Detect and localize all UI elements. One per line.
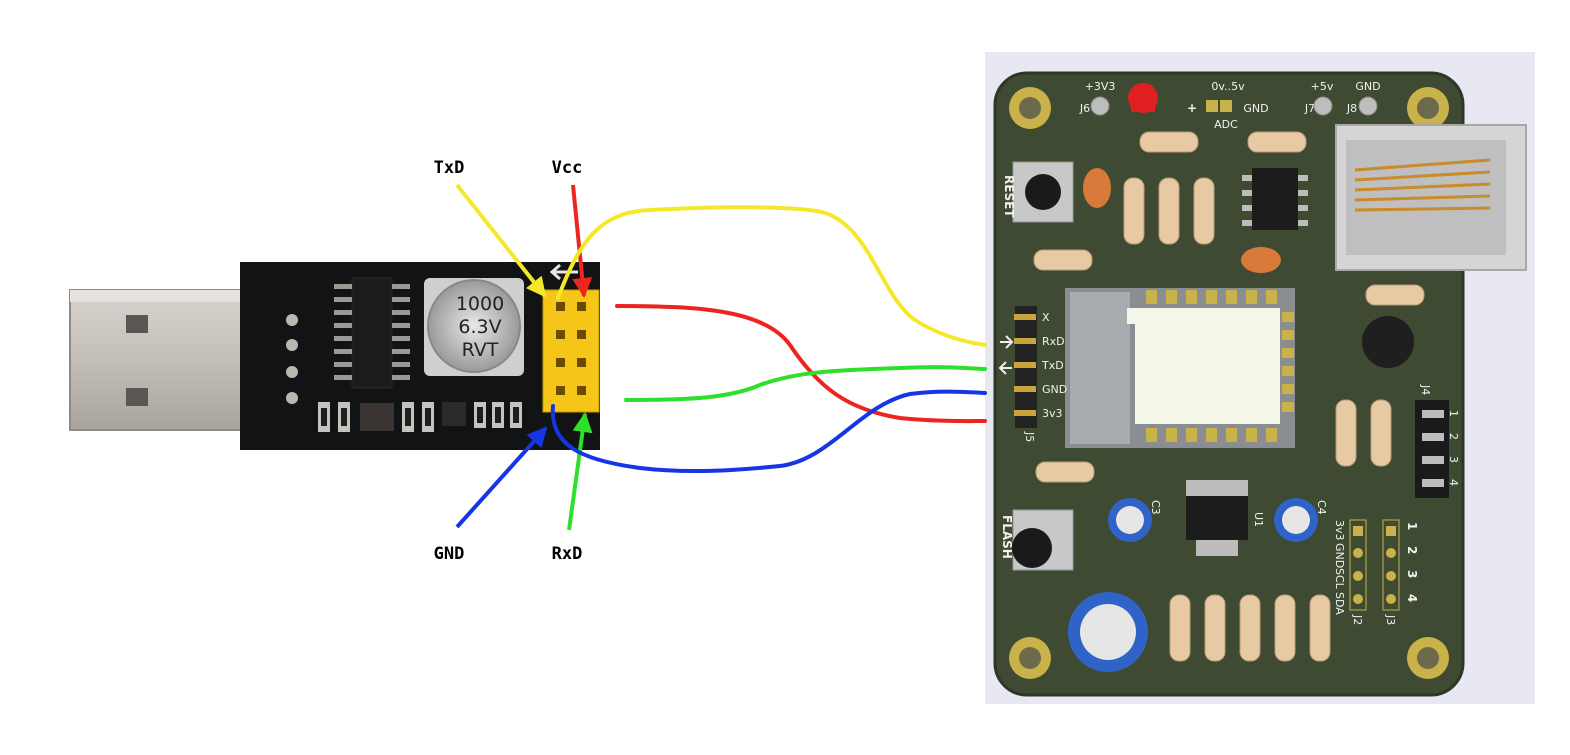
txd-arrow — [455, 183, 547, 298]
j2-ref: J2 — [1351, 614, 1364, 625]
adc-range: 0v..5v — [1211, 80, 1245, 93]
j2-pin-3v3: 3v3 — [1333, 520, 1346, 541]
wire-red-vcc-to-3v3 — [615, 304, 987, 424]
rxd-label: RxD — [552, 544, 583, 564]
wire-green-rxd-to-txd — [624, 365, 987, 402]
j7-ref: J7 — [1304, 102, 1315, 115]
j8-value: GND — [1355, 80, 1380, 93]
j7-value: +5v — [1311, 80, 1334, 93]
vcc-arrow — [571, 184, 593, 298]
adc-plus: + — [1187, 101, 1197, 115]
ceramic-capacitors — [1083, 168, 1281, 273]
j5-pin-gnd: GND — [1042, 383, 1067, 396]
txd-label: TxD — [434, 158, 465, 178]
j5-pin-txd: TxD — [1041, 359, 1064, 372]
j8-ref: J8 — [1346, 102, 1357, 115]
capacitor-label-line2: 6.3V — [458, 316, 501, 338]
transistor — [1362, 316, 1414, 368]
esp-module — [1065, 288, 1295, 448]
usb-serial-adapter: 1000 6.3V RVT — [69, 262, 600, 450]
pin-callouts: TxD Vcc GND RxD — [434, 158, 593, 564]
adc-gnd: GND — [1243, 102, 1268, 115]
j2-pin-sda: SDA — [1333, 592, 1346, 615]
usb-shield-pads — [286, 314, 298, 404]
capacitor-label-line3: RVT — [462, 339, 499, 361]
flash-label: FLASH — [1000, 515, 1014, 559]
j3-pin-2: 2 — [1405, 546, 1419, 554]
ic-8pin — [1242, 168, 1308, 230]
j4-pin-4: 4 — [1447, 479, 1460, 486]
wire-yellow-txd-to-rxd — [556, 205, 987, 347]
mounting-holes — [1009, 87, 1449, 679]
header-j2: 3v3 GND SCL SDA J2 — [1333, 519, 1367, 625]
j4-pin-2: 2 — [1447, 433, 1460, 440]
target-board: +3V3 J6 0v..5v + GND ADC +5v J7 GND J8 — [985, 52, 1535, 704]
j5-pin-x: X — [1042, 311, 1050, 324]
regulator-u1: U1 — [1186, 480, 1265, 556]
top-connectors: +3V3 J6 0v..5v + GND ADC +5v J7 GND J8 — [1079, 80, 1381, 131]
adc-name: ADC — [1214, 118, 1238, 131]
j2-pin-scl: SCL — [1333, 568, 1346, 590]
reset-label: RESET — [1002, 175, 1016, 218]
capacitor-label-line1: 1000 — [456, 293, 504, 315]
c4-ref: C4 — [1315, 500, 1328, 515]
j4-pin-1: 1 — [1447, 410, 1460, 417]
serial-header-j5: X RxD TxD GND 3v3 J5 — [998, 306, 1067, 442]
wire-blue-gnd-to-gnd — [550, 389, 987, 474]
j3-pin-4: 4 — [1405, 594, 1419, 602]
rj-connector — [1335, 124, 1527, 271]
resistors — [1033, 131, 1425, 662]
vcc-label: Vcc — [552, 158, 583, 178]
adapter-arrow-silk — [549, 263, 578, 281]
adapter-capacitor: 1000 6.3V RVT — [424, 278, 524, 376]
wires — [550, 205, 987, 474]
c3-ref: C3 — [1149, 500, 1162, 515]
j3-pin-1: 1 — [1405, 522, 1419, 530]
j4-ref: J4 — [1419, 384, 1432, 395]
adapter-header — [542, 289, 600, 413]
j5-ref: J5 — [1023, 431, 1036, 442]
j6-ref: J6 — [1079, 102, 1090, 115]
u1-ref: U1 — [1252, 512, 1265, 527]
rxd-arrow — [567, 412, 593, 531]
usb-serial-chip — [334, 277, 410, 389]
j4-pin-3: 3 — [1447, 456, 1460, 463]
j3-pin-3: 3 — [1405, 570, 1419, 578]
j5-pin-3v3: 3v3 — [1042, 407, 1063, 420]
header-j4: J4 1 2 3 4 — [1415, 384, 1460, 498]
header-j3: 1 2 3 4 J3 — [1382, 519, 1419, 625]
adapter-smd-parts — [318, 402, 522, 432]
gnd-arrow — [455, 426, 548, 529]
reset-button[interactable]: RESET — [1002, 161, 1074, 223]
j2-pin-gnd: GND — [1333, 543, 1346, 568]
j6-value: +3V3 — [1085, 80, 1116, 93]
j5-pin-rxd: RxD — [1042, 335, 1065, 348]
flash-button[interactable]: FLASH — [1000, 509, 1074, 571]
board-capacitors: C3 C4 — [1068, 498, 1328, 672]
gnd-label: GND — [434, 544, 465, 564]
j3-ref: J3 — [1384, 614, 1397, 625]
